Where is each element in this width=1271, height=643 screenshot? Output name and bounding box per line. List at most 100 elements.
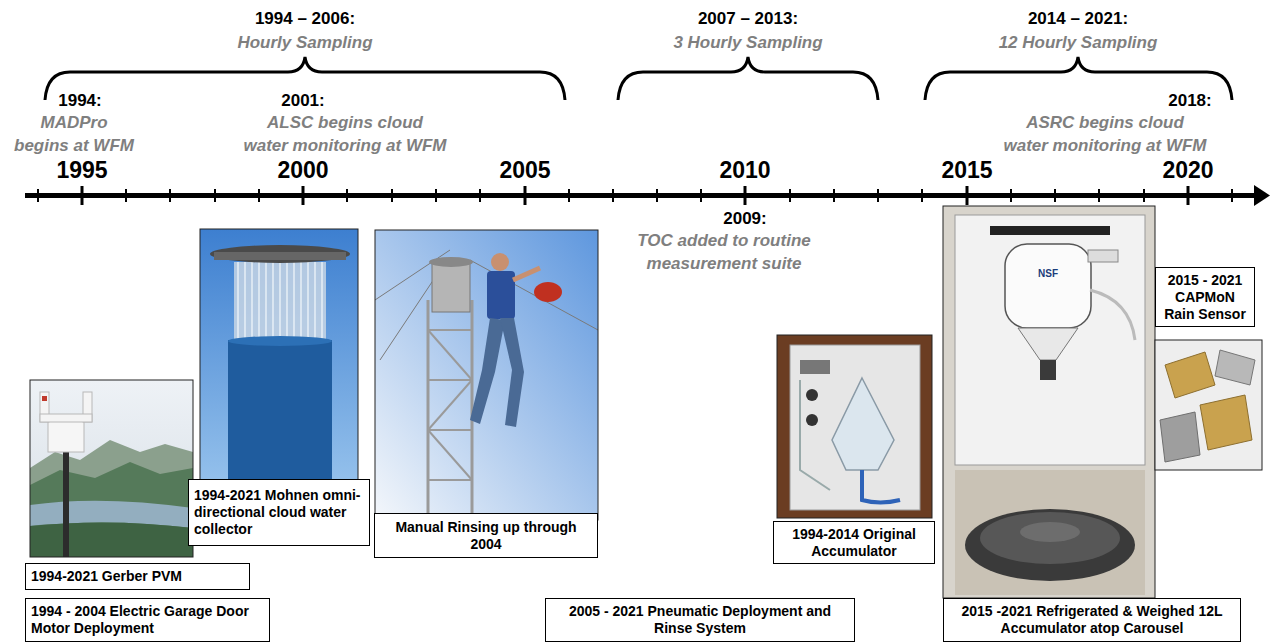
artwork-part — [568, 189, 570, 202]
artwork-part — [513, 268, 540, 280]
artwork-part — [777, 335, 932, 518]
artwork-part — [1143, 189, 1145, 202]
artwork-part — [862, 470, 900, 503]
artwork-part — [30, 380, 193, 557]
artwork-part — [125, 189, 127, 202]
caption-text: 1994 - 2004 Electric Garage Door Motor D… — [31, 603, 264, 637]
artwork-part — [1187, 186, 1190, 205]
artwork-part — [293, 262, 294, 342]
caption-text: 1994-2014 Original Accumulator — [779, 526, 929, 560]
time-axis — [25, 185, 1270, 206]
axis-year: 2000 — [277, 159, 328, 182]
caption-text-group: 1994-2021 Mohnen omni-directional cloud … — [194, 487, 364, 538]
caption-box: 1994-2021 Gerber PVM — [25, 563, 250, 590]
artwork-part — [921, 189, 923, 202]
artwork-part — [1160, 412, 1200, 462]
artwork-part — [25, 193, 1259, 198]
artwork-part — [244, 262, 245, 342]
artwork-part — [428, 479, 472, 481]
caption-box: 2015 - 2021 CAPMoN Rain Sensor — [1155, 267, 1255, 327]
artwork-part — [832, 378, 894, 470]
artwork-part — [806, 414, 818, 426]
artwork-part — [955, 215, 1145, 465]
caption-box: Manual Rinsing up through 2004 — [374, 513, 598, 558]
caption-text: 2015 -2021 Refrigerated & Weighed 12L Ac… — [949, 603, 1235, 637]
caption-box: 1994-2021 Mohnen omni-directional cloud … — [188, 479, 370, 546]
accumulator-photo — [777, 335, 932, 518]
sensor-photo — [1155, 340, 1262, 470]
caption-text: 2005 - 2021 Pneumatic Deployment and Rin… — [551, 603, 849, 637]
device-logo: NSF — [1038, 268, 1058, 280]
event-note: MADPro begins at WFM — [13, 111, 136, 157]
artwork-part — [700, 189, 702, 202]
caption-text: 1994-2021 Mohnen omni-directional cloud … — [194, 487, 364, 538]
artwork-part — [500, 318, 524, 427]
artwork-part — [38, 189, 1232, 202]
caption-text-group: 2015 - 2021 CAPMoN Rain Sensor — [1161, 272, 1249, 323]
caption-text: Manual Rinsing up through 2004 — [380, 519, 592, 553]
artwork-part — [656, 189, 658, 202]
artwork-part — [1005, 244, 1091, 328]
event-year: 2009: — [723, 207, 766, 230]
artwork-part — [479, 189, 481, 202]
artwork-part — [487, 271, 515, 319]
event-year: 2001: — [281, 89, 324, 112]
artwork-part — [1090, 290, 1135, 340]
artwork-part — [470, 260, 598, 330]
artwork-part — [82, 186, 1188, 205]
artwork-part — [806, 389, 818, 401]
pvm-photo — [30, 380, 193, 557]
artwork-part — [428, 380, 472, 430]
artwork-part — [524, 186, 527, 205]
artwork-part — [30, 462, 193, 557]
artwork-part — [375, 230, 598, 520]
artwork-part — [1254, 185, 1270, 206]
period-heading: 2007 – 2013: — [698, 7, 798, 30]
artwork-part — [833, 189, 835, 202]
artwork-part — [428, 300, 472, 520]
artwork-part — [943, 206, 1155, 598]
artwork-part — [789, 189, 791, 202]
artwork-part — [428, 329, 472, 331]
artwork-part — [346, 189, 348, 202]
caption-text: 2015 - 2021 CAPMoN Rain Sensor — [1161, 272, 1249, 323]
artwork-part — [214, 252, 346, 260]
artwork-part — [427, 300, 430, 520]
caption-text-group: 2005 - 2021 Pneumatic Deployment and Rin… — [551, 603, 849, 637]
artwork-part — [63, 440, 69, 557]
artwork-part — [1231, 189, 1233, 202]
artwork-part — [1165, 352, 1215, 398]
period-heading: 2014 – 2021: — [1028, 7, 1128, 30]
caption-text-group: Manual Rinsing up through 2004 — [380, 519, 592, 553]
caption-box: 2005 - 2021 Pneumatic Deployment and Rin… — [545, 598, 855, 642]
artwork-part — [428, 330, 472, 380]
period-sampling: 12 Hourly Sampling — [999, 31, 1158, 54]
artwork-part — [943, 206, 1155, 598]
artwork-part — [1155, 340, 1262, 470]
axis-year: 1995 — [56, 159, 107, 182]
artwork-part — [955, 470, 1145, 595]
artwork-part — [966, 186, 969, 205]
caption-text-group: 1994 - 2004 Electric Garage Door Motor D… — [31, 603, 264, 637]
artwork-part — [491, 253, 509, 271]
caption-text-group: 2015 -2021 Refrigerated & Weighed 12L Ac… — [949, 603, 1235, 637]
artwork-part — [279, 262, 280, 342]
artwork-part — [40, 414, 92, 422]
period-sampling: 3 Hourly Sampling — [673, 31, 822, 54]
artwork-part — [81, 186, 84, 205]
artwork-part — [300, 262, 301, 342]
artwork-part — [1054, 189, 1056, 202]
artwork-part — [432, 262, 470, 312]
artwork-part — [1155, 340, 1262, 470]
artwork-part — [618, 57, 878, 100]
artwork-part — [30, 380, 193, 557]
artwork-part — [272, 262, 273, 342]
artwork-part — [877, 189, 879, 202]
artwork-part — [302, 186, 305, 205]
axis-year: 2010 — [719, 159, 770, 182]
artwork-part — [42, 396, 47, 401]
caption-text: 1994-2021 Gerber PVM — [31, 568, 244, 585]
artwork-part — [234, 262, 326, 342]
